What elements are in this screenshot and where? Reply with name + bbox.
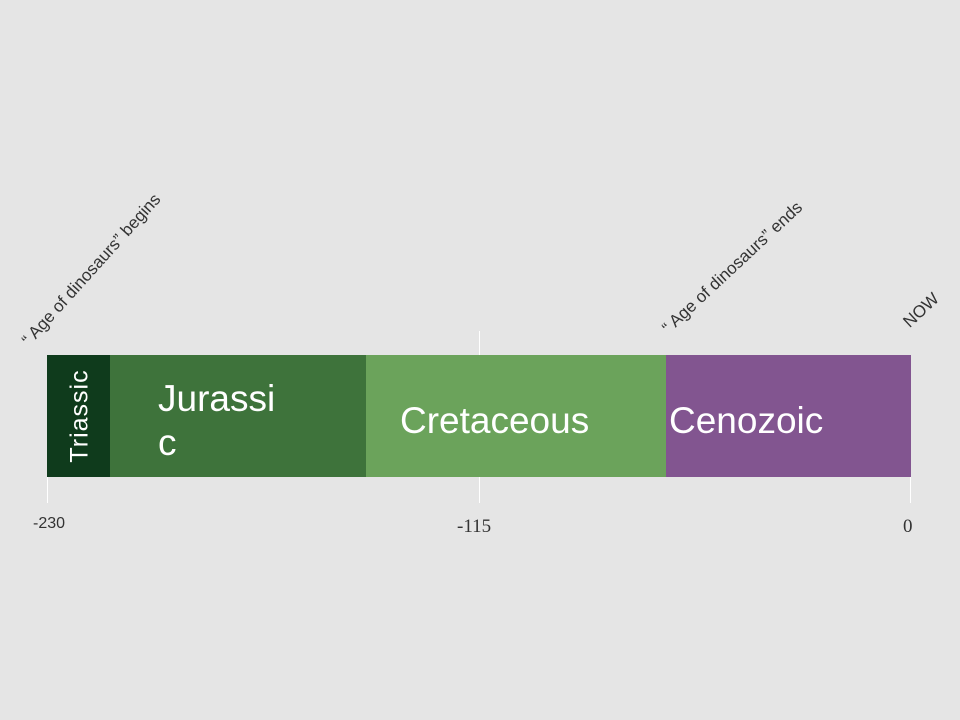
- segment-cenozoic: Cenozoic: [666, 355, 911, 477]
- tick-mark-115: [479, 331, 480, 355]
- annotation-age-ends: “ Age of dinosaurs” ends: [658, 197, 807, 338]
- label-jurassic-line-1: Jurassi: [158, 378, 276, 419]
- label-jurassic-line-2: c: [158, 422, 177, 463]
- tick-mark-0: [910, 477, 911, 503]
- label-cenozoic: Cenozoic: [669, 400, 824, 441]
- label-cretaceous: Cretaceous: [400, 400, 590, 441]
- tick-mark-230: [47, 477, 48, 503]
- annotation-now: NOW: [899, 289, 943, 332]
- segment-cretaceous: Cretaceous: [366, 355, 666, 477]
- segment-triassic: Triassic: [47, 355, 110, 477]
- tick-label-115: -115: [457, 516, 492, 537]
- tick-label-0: 0: [903, 516, 913, 537]
- annotation-age-begins: “ Age of dinosaurs” begins: [18, 189, 165, 350]
- tick-mark-115-bottom: [479, 477, 480, 503]
- label-triassic: Triassic: [65, 369, 94, 463]
- geologic-timeline-bar: Triassic Jurassi c Cretaceous Cenozoic: [47, 355, 911, 477]
- tick-label-230: -230: [33, 515, 66, 532]
- segment-jurassic: Jurassi c: [110, 355, 366, 477]
- label-jurassic: Jurassi c: [158, 377, 308, 465]
